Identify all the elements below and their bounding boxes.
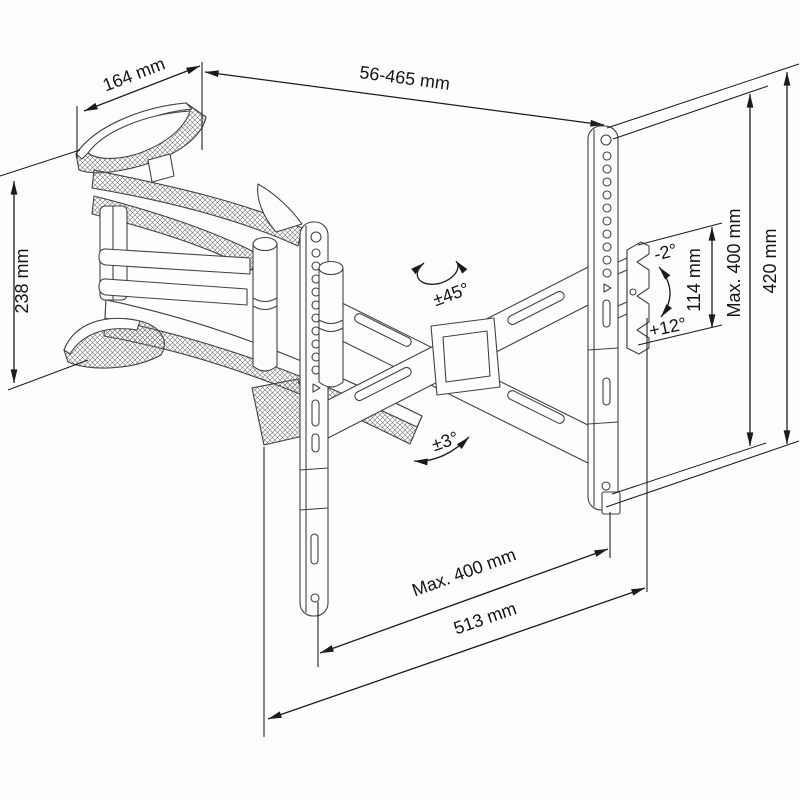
tilt-label-plus12deg: +12° (647, 313, 688, 340)
dim-label-420mm: 420 mm (760, 228, 780, 293)
crossbar-slot (354, 313, 412, 347)
rail-slot (311, 399, 320, 427)
pivot-cap (252, 236, 278, 252)
pivot-cap (318, 260, 344, 276)
dim-label-max400-vertical: Max. 400 mm (724, 208, 744, 317)
plate-triangle-mark (603, 283, 612, 293)
rail-seam (299, 467, 329, 511)
level-adjust-arrow (413, 436, 470, 466)
dim-line-164 (83, 65, 201, 112)
plate-foot (601, 491, 621, 515)
swivel-rotation-arrow (411, 260, 468, 285)
tilt-bracket (617, 241, 650, 355)
rail-triangle-mark (312, 383, 321, 393)
pivot-joint (318, 319, 344, 333)
rail-hole (310, 231, 322, 243)
pivot-joint (252, 297, 278, 311)
pivot-column-left (252, 243, 278, 372)
dim-label-164mm: 164 mm (100, 53, 168, 95)
tilt-range-arrow (658, 266, 672, 318)
arm-bar-upper (98, 248, 251, 275)
canopy-bowl (87, 110, 191, 159)
center-plate (430, 317, 501, 396)
dim-line-56-465 (204, 70, 605, 127)
dim-label-238mm: 238 mm (12, 248, 32, 313)
tilt-bracket-links (617, 257, 628, 319)
wall-plate-rail (587, 125, 621, 515)
tilt-bracket-body (626, 241, 650, 355)
rail-slot (310, 533, 319, 565)
plate-hole (600, 134, 612, 146)
tilt-label-minus2deg: -2° (652, 240, 679, 265)
dim-label-max400-horizontal: Max. 400 mm (409, 544, 518, 600)
plate-slot (602, 299, 611, 328)
arm-bar-lower (98, 278, 248, 306)
plate-hole (601, 481, 611, 491)
dim-label-513mm: 513 mm (451, 598, 519, 638)
rail-slot (311, 433, 320, 453)
second-arm-band (91, 195, 259, 271)
pivot-columns (252, 236, 344, 388)
crossbar-slot (354, 366, 412, 402)
upper-arm-band (91, 169, 303, 247)
extension-lines (0, 62, 800, 737)
crossbar-frame (327, 261, 599, 469)
dim-line-513 (267, 587, 646, 720)
dimension-lines (10, 65, 791, 720)
center-plate-detail (442, 330, 491, 383)
dim-label-56-465mm: 56-465 mm (358, 62, 451, 94)
upper-arm-link (257, 183, 303, 233)
lower-arm-band-rim (104, 299, 423, 428)
crossbar-slot (507, 290, 565, 326)
canopy-hinge-block (147, 153, 175, 183)
crossbar-slot (507, 390, 565, 424)
tilt-bracket-hole (629, 288, 637, 296)
pivot-column-right (318, 267, 344, 388)
plate-seam (587, 347, 619, 425)
level-label-3deg: ±3° (429, 427, 461, 455)
dim-label-114mm: 114 mm (684, 248, 704, 312)
plate-hole-column (602, 151, 612, 278)
bottom-wing-rim (63, 317, 141, 355)
plate-slot (602, 377, 611, 406)
